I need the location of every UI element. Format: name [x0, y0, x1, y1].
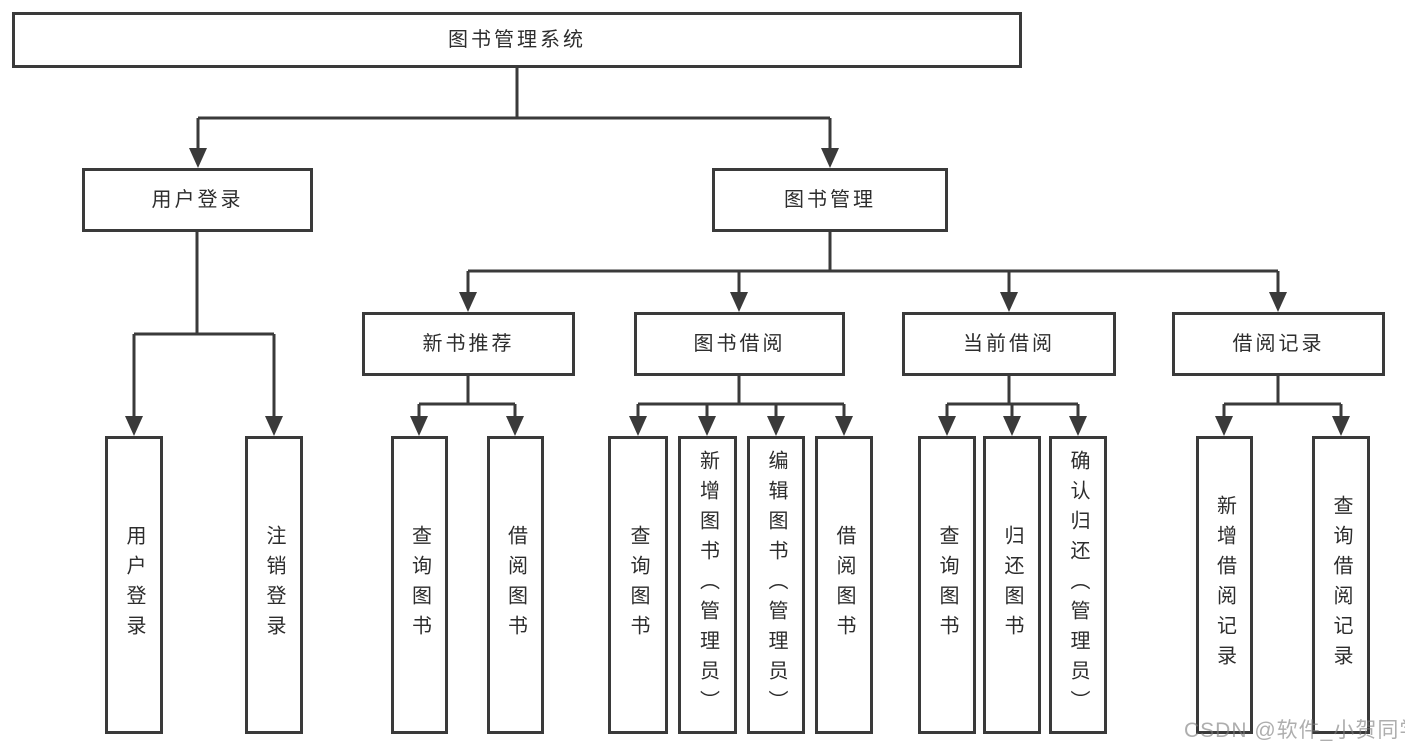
leaf-current-query-books: 查询图书: [918, 436, 976, 734]
arrowhead-icon: [410, 416, 428, 436]
leaf-records-add-borrow-record-label: 新增借阅记录: [1213, 495, 1236, 675]
node-book-management-label: 图书管理: [784, 189, 876, 211]
arrowhead-icon: [821, 148, 839, 168]
leaf-newbook-query-books-label: 查询图书: [408, 525, 431, 645]
leaf-borrow-query-books: 查询图书: [608, 436, 668, 734]
arrowhead-icon: [767, 416, 785, 436]
arrowhead-icon: [698, 416, 716, 436]
watermark: CSDN @软件_小贺同学: [1184, 719, 1405, 742]
node-user-login-label: 用户登录: [151, 189, 244, 211]
arrowhead-icon: [1003, 416, 1021, 436]
node-book-borrow: 图书借阅: [634, 312, 845, 376]
leaf-current-query-books-label: 查询图书: [936, 525, 958, 645]
leaf-newbook-borrow-books-label: 借阅图书: [504, 525, 527, 645]
node-borrow-records: 借阅记录: [1172, 312, 1385, 376]
arrowhead-icon: [459, 292, 477, 312]
arrowhead-icon: [1215, 416, 1233, 436]
arrowhead-icon: [1269, 292, 1287, 312]
leaf-newbook-query-books: 查询图书: [391, 436, 448, 734]
node-root: 图书管理系统: [12, 12, 1022, 68]
arrowhead-icon: [189, 148, 207, 168]
arrowhead-icon: [125, 416, 143, 436]
leaf-logout: 注销登录: [245, 436, 303, 734]
leaf-logout-label: 注销登录: [263, 525, 285, 645]
node-current-borrow: 当前借阅: [902, 312, 1116, 376]
node-book-borrow-label: 图书借阅: [693, 333, 786, 355]
leaf-borrow-edit-books-admin: 编辑图书（管理员）: [747, 436, 805, 734]
leaf-records-query-borrow-record: 查询借阅记录: [1312, 436, 1370, 734]
leaf-records-add-borrow-record: 新增借阅记录: [1196, 436, 1253, 734]
node-new-book-recommend-label: 新书推荐: [422, 333, 515, 355]
leaf-borrow-borrow-books-label: 借阅图书: [833, 525, 855, 645]
leaf-borrow-edit-books-admin-label: 编辑图书（管理员）: [765, 450, 787, 720]
leaf-records-query-borrow-record-label: 查询借阅记录: [1330, 495, 1352, 675]
arrowhead-icon: [1069, 416, 1087, 436]
leaf-borrow-add-books-admin: 新增图书（管理员）: [678, 436, 737, 734]
arrowhead-icon: [629, 416, 647, 436]
leaf-newbook-borrow-books: 借阅图书: [487, 436, 544, 734]
node-root-label: 图书管理系统: [448, 29, 586, 51]
arrowhead-icon: [835, 416, 853, 436]
leaf-user-login-label: 用户登录: [123, 525, 145, 645]
leaf-current-confirm-return-admin-label: 确认归还（管理员）: [1067, 450, 1089, 720]
arrowhead-icon: [938, 416, 956, 436]
leaf-current-return-books-label: 归还图书: [1001, 525, 1023, 645]
leaf-current-return-books: 归还图书: [983, 436, 1041, 734]
leaf-borrow-query-books-label: 查询图书: [627, 525, 649, 645]
node-current-borrow-label: 当前借阅: [963, 333, 1055, 355]
arrowhead-icon: [1000, 292, 1018, 312]
leaf-borrow-borrow-books: 借阅图书: [815, 436, 873, 734]
leaf-borrow-add-books-admin-label: 新增图书（管理员）: [696, 450, 719, 720]
node-new-book-recommend: 新书推荐: [362, 312, 575, 376]
arrowhead-icon: [265, 416, 283, 436]
leaf-current-confirm-return-admin: 确认归还（管理员）: [1049, 436, 1107, 734]
node-book-management: 图书管理: [712, 168, 948, 232]
node-borrow-records-label: 借阅记录: [1232, 333, 1325, 355]
arrowhead-icon: [506, 416, 524, 436]
leaf-user-login: 用户登录: [105, 436, 163, 734]
arrowhead-icon: [730, 292, 748, 312]
node-user-login: 用户登录: [82, 168, 313, 232]
arrowhead-icon: [1332, 416, 1350, 436]
